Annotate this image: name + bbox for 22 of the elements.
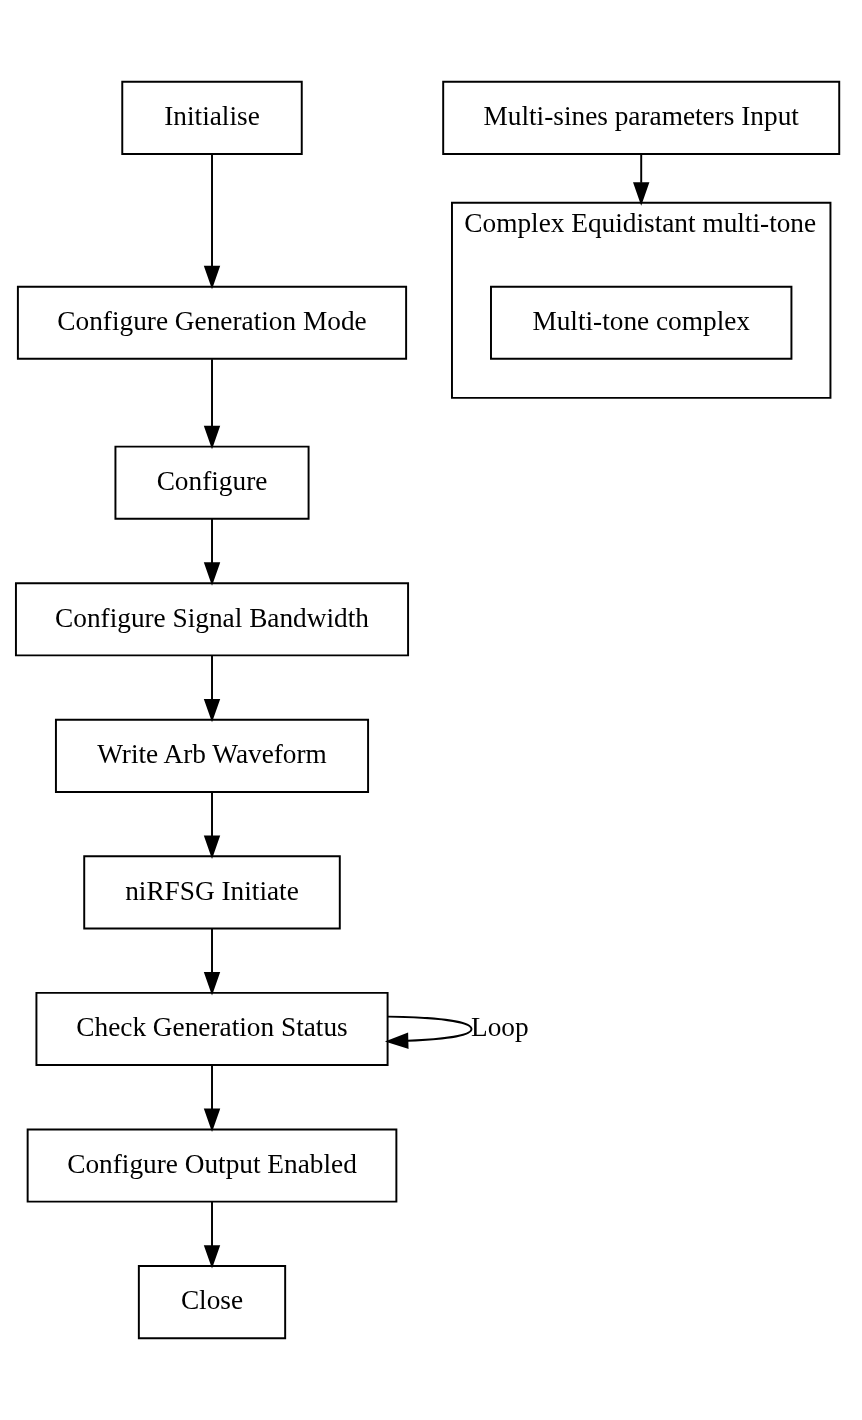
arrow <box>203 654 221 723</box>
arrow <box>384 1015 473 1049</box>
node-box: Multi-sines parameters Input <box>442 80 841 155</box>
arrow <box>633 153 650 206</box>
node-box: Initialise <box>121 80 303 155</box>
node-box: Check Generation Status <box>35 991 389 1067</box>
arrow <box>203 1200 221 1269</box>
node-box: Configure <box>114 445 310 520</box>
edge-label: Loop <box>470 1012 529 1043</box>
arrow <box>203 791 221 859</box>
node-box: Configure Generation Mode <box>16 285 408 360</box>
arrow <box>203 153 221 290</box>
node-box: Configure Output Enabled <box>26 1128 398 1203</box>
node-box: Write Arb Waveform <box>54 718 370 793</box>
node-box: Configure Signal Bandwidth <box>14 582 410 657</box>
node-box: Close <box>137 1265 287 1340</box>
arrow <box>203 358 221 450</box>
arrow <box>203 1064 221 1133</box>
node-box: niRFSG Initiate <box>83 855 341 930</box>
node-box: Multi-tone complex <box>490 285 793 360</box>
arrow <box>203 927 221 996</box>
arrow <box>203 517 221 586</box>
